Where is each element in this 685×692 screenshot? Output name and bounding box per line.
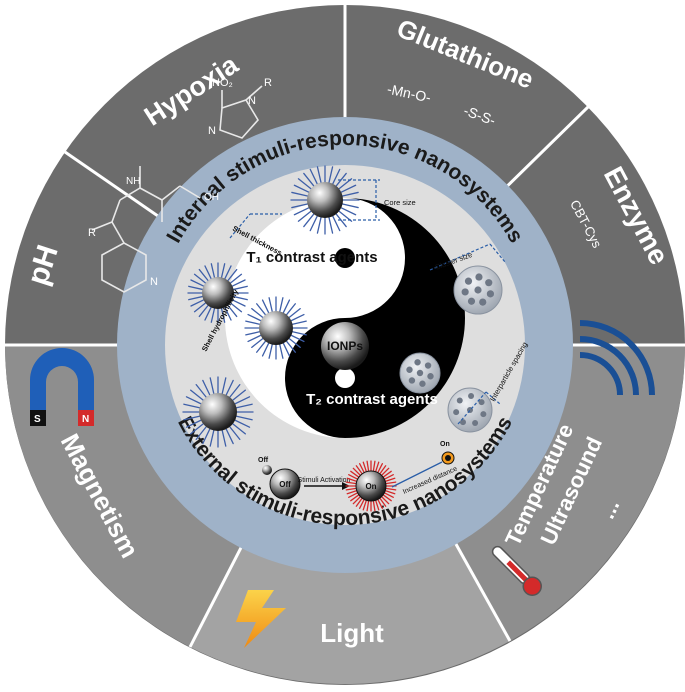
stimuli-activation-label: Stimuli Activation xyxy=(298,477,351,484)
off-label: Off xyxy=(279,480,291,489)
cluster-dot xyxy=(427,373,434,380)
hypoxia-r-label: R xyxy=(264,77,272,89)
cluster-dot xyxy=(475,273,483,281)
distance-arrow xyxy=(391,461,443,488)
spiky-nanoparticle xyxy=(182,376,254,448)
cluster-dot xyxy=(416,369,424,377)
center-label: IONPs xyxy=(327,339,363,353)
ultrasound-icon xyxy=(579,320,655,396)
off-particle-small xyxy=(262,465,272,475)
magnet-icon xyxy=(30,348,94,426)
spiky-nanoparticle xyxy=(244,296,308,360)
cluster-dot xyxy=(424,362,432,369)
cluster-dot xyxy=(472,420,479,427)
thermometer-icon xyxy=(491,545,542,596)
lightning-icon xyxy=(236,590,286,648)
off-small-label: Off xyxy=(258,457,269,464)
nanoparticle-group xyxy=(182,165,360,448)
ph-molecule-icon xyxy=(91,166,201,293)
cluster-dot xyxy=(467,297,476,305)
on-particle-small xyxy=(441,451,455,465)
t2-label: T₂ contrast agents xyxy=(306,391,438,408)
cluster-dot xyxy=(480,411,487,418)
ph-oh-label: OH xyxy=(204,192,219,203)
segment-light: Light xyxy=(236,590,384,648)
svg-text:Light: Light xyxy=(320,618,384,648)
cluster-dot xyxy=(478,399,485,406)
cluster-dot xyxy=(453,409,460,416)
cluster-dot xyxy=(479,298,487,306)
magnet-s-label: S xyxy=(34,414,41,425)
nitroimidazole-icon xyxy=(219,85,263,139)
magnet-n-label: N xyxy=(82,414,89,425)
on-particle xyxy=(345,460,397,512)
ph-r-label: R xyxy=(88,227,96,239)
cluster-dot xyxy=(456,397,463,404)
ph-nh-label: NH xyxy=(126,176,140,187)
off-particle xyxy=(269,468,301,500)
hypoxia-n2-label: N xyxy=(248,95,256,107)
cluster-dot xyxy=(408,377,416,384)
cluster-dot xyxy=(464,277,473,285)
cluster-dot xyxy=(486,290,495,298)
cluster-dot xyxy=(485,279,493,287)
on-small-label: On xyxy=(440,441,450,448)
ph-n-label: N xyxy=(150,276,158,288)
t1-label: T₁ contrast agents xyxy=(246,249,377,266)
cluster-dot xyxy=(419,380,426,387)
spiky-nanoparticle xyxy=(187,262,249,324)
cluster-dot xyxy=(414,359,421,366)
dimension-markers xyxy=(229,179,506,425)
center-nanoparticle xyxy=(321,322,369,370)
core-size-label: Core size xyxy=(384,198,416,207)
cluster-dot xyxy=(459,419,466,426)
cluster-dot xyxy=(468,393,475,400)
hypoxia-n1-label: N xyxy=(208,125,216,137)
on-label: On xyxy=(365,482,376,491)
cluster-dot xyxy=(474,286,482,294)
cluster-dot xyxy=(461,288,469,296)
hypoxia-no2-label: NO₂ xyxy=(212,77,233,89)
cluster-dot xyxy=(406,366,413,373)
